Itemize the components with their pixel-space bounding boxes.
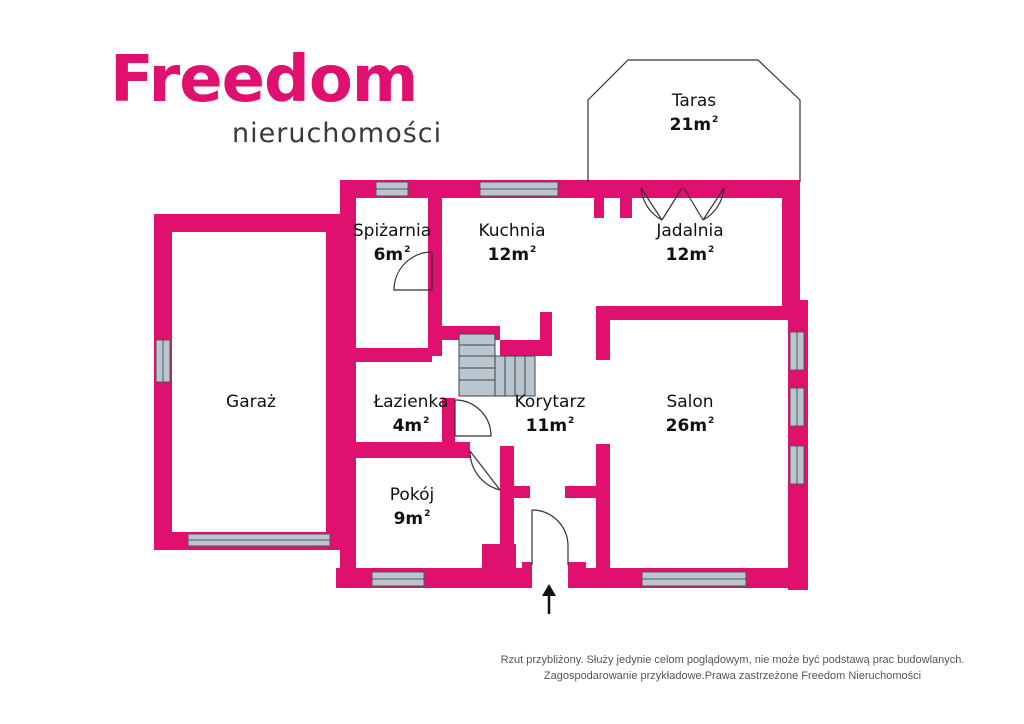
wall-segment <box>500 446 514 570</box>
room-kuchnia: Kuchnia 12m2 <box>478 221 545 265</box>
wall-segment <box>482 544 516 570</box>
room-salon: Salon 26m2 <box>666 392 715 436</box>
room-area-superscript: 2 <box>708 245 714 255</box>
room-jadalnia: Jadalnia 12m2 <box>655 221 723 265</box>
logo-subtitle: nieruchomości <box>232 118 443 149</box>
room-area: 6m2 <box>374 245 411 265</box>
room-area: 9m2 <box>394 509 431 529</box>
wall-segment <box>336 568 522 588</box>
room-area: 12m2 <box>666 245 715 265</box>
room-name: Spiżarnia <box>353 221 431 241</box>
wall-segment <box>596 306 800 320</box>
room-garaz: Garaż <box>226 392 276 412</box>
room-name: Jadalnia <box>655 221 723 241</box>
windows <box>155 181 805 587</box>
wall-segment <box>442 398 455 442</box>
wall-segment <box>356 442 470 458</box>
wall-segment <box>565 486 598 498</box>
room-area-superscript: 2 <box>404 245 410 255</box>
room-name: Garaż <box>226 392 276 412</box>
room-area-superscript: 2 <box>708 416 714 426</box>
wall-segment <box>326 214 344 550</box>
wall-segment <box>356 348 432 362</box>
room-area: 21m2 <box>670 115 719 135</box>
logo-freedom: Freedom <box>110 43 418 117</box>
room-name: Pokój <box>390 485 434 505</box>
room-taras: Taras 21m2 <box>670 91 719 135</box>
wall-segment <box>340 180 800 198</box>
wall-segment <box>432 290 442 356</box>
room-name: Taras <box>671 91 716 111</box>
arrow-up-icon <box>542 584 556 614</box>
disclaimer-line-1: Rzut przybliżony. Służy jedynie celom po… <box>500 654 965 666</box>
room-pokoj: Pokój 9m2 <box>390 485 434 529</box>
wall-segment <box>788 300 808 590</box>
room-name: Salon <box>666 392 713 412</box>
room-area-superscript: 2 <box>423 416 429 426</box>
room-name: Korytarz <box>515 392 586 412</box>
wall-segment <box>340 180 356 588</box>
wall-segment <box>596 306 610 360</box>
wall-segment <box>594 196 604 218</box>
room-area: 12m2 <box>488 245 537 265</box>
disclaimer: Rzut przybliżony. Służy jedynie celom po… <box>480 652 985 684</box>
room-spizarnia: Spiżarnia 6m2 <box>353 221 431 265</box>
wall-segment <box>596 444 610 570</box>
room-name: Łazienka <box>373 392 449 412</box>
disclaimer-line-2: Zagospodarowanie przykładowe.Prawa zastr… <box>543 670 922 682</box>
wall-segment <box>500 340 545 356</box>
wall-segment <box>154 214 344 232</box>
wall-segment <box>522 562 532 588</box>
room-name: Kuchnia <box>478 221 545 241</box>
room-area-superscript: 2 <box>530 245 536 255</box>
doors <box>393 187 725 565</box>
room-area: 4m2 <box>393 416 430 436</box>
wall-segment <box>514 486 530 498</box>
room-area-superscript: 2 <box>568 416 574 426</box>
wall-segment <box>620 196 632 218</box>
room-korytarz: Korytarz 11m2 <box>515 392 586 436</box>
stairs <box>458 333 536 397</box>
room-lazienka: Łazienka 4m2 <box>373 392 449 436</box>
walls <box>154 180 808 590</box>
room-area: 11m2 <box>526 416 575 436</box>
wall-segment <box>568 562 586 588</box>
terrace-outline <box>587 59 801 182</box>
room-area-superscript: 2 <box>424 509 430 519</box>
room-area-superscript: 2 <box>712 115 718 125</box>
wall-segment <box>782 180 800 318</box>
room-area: 26m2 <box>666 416 715 436</box>
